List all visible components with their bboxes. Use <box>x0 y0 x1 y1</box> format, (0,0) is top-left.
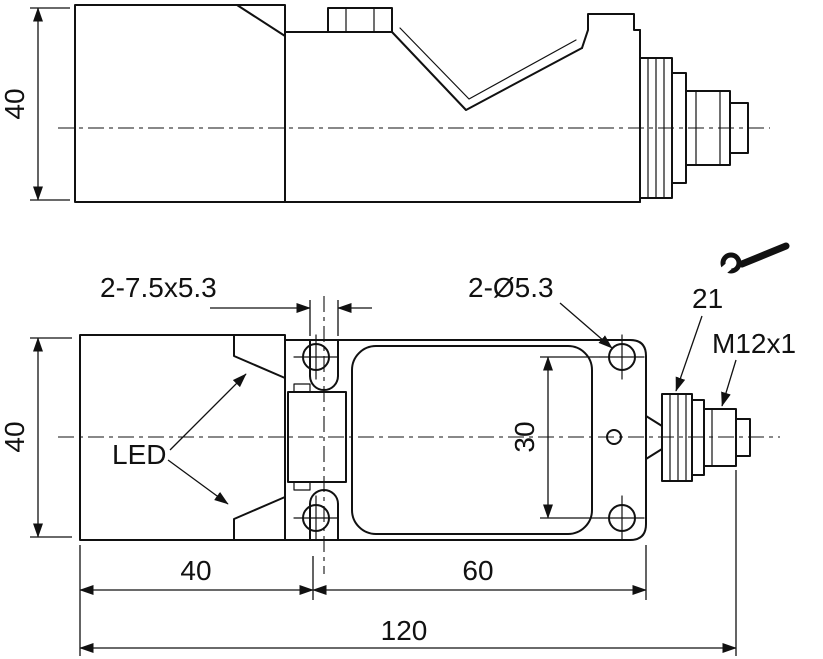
dim-hole-pitch <box>540 356 600 519</box>
dim-body-length <box>312 545 647 600</box>
leader-hole-callout <box>559 302 613 349</box>
dim-label-head-length: 40 <box>180 555 211 586</box>
mounting-hole-bottom-left <box>293 495 339 541</box>
dim-plan-height <box>30 337 72 538</box>
callout-hex-size: 21 <box>692 283 723 314</box>
dim-slot-callout <box>210 300 372 336</box>
plan-view <box>30 242 790 656</box>
callout-hole-spec: 2-Ø5.3 <box>468 272 554 303</box>
leader-led-arrows <box>167 373 247 505</box>
mounting-holes <box>293 334 645 541</box>
dim-label-hole-pitch: 30 <box>509 421 540 452</box>
leader-thread-spec <box>721 359 737 407</box>
callout-thread-spec: M12x1 <box>712 328 796 359</box>
led-window-top <box>233 334 286 379</box>
mounting-hole-top-right <box>599 334 645 380</box>
leader-hex-size <box>675 315 703 392</box>
label-led: LED <box>112 439 166 470</box>
side-view-head <box>74 4 286 203</box>
side-view-body <box>284 7 641 203</box>
side-view <box>30 4 770 203</box>
dim-label-overall-length: 120 <box>381 615 428 646</box>
led-window-bottom <box>233 496 286 541</box>
wrench-icon <box>711 242 790 283</box>
dim-overall-length <box>79 470 737 656</box>
dim-label-plan-height: 40 <box>0 421 30 452</box>
callout-slot-spec: 2-7.5x5.3 <box>100 272 217 303</box>
plan-view-body <box>284 339 647 541</box>
dim-label-body-length: 60 <box>462 555 493 586</box>
mounting-hole-bottom-right <box>599 495 645 541</box>
dim-label-side-height: 40 <box>0 88 30 119</box>
mounting-hole-top-left <box>293 334 339 380</box>
dim-side-height <box>30 7 70 201</box>
